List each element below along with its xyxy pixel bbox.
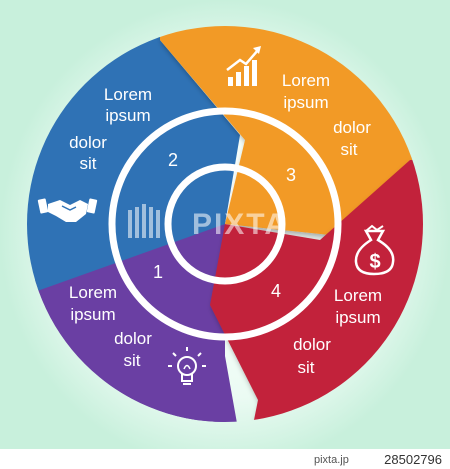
pixta-watermark: PIXTA [128, 204, 288, 241]
segment-4-line-2: ipsum [335, 308, 380, 327]
inner-ring [164, 163, 286, 285]
outer-ring [108, 107, 342, 341]
segment-2-line-3: dolor [69, 133, 107, 152]
segment-1-line-4: sit [124, 351, 141, 370]
segment-2-line-4: sit [80, 154, 97, 173]
segment-1-line-3: dolor [114, 329, 152, 348]
segment-1-number: 1 [153, 262, 163, 282]
segment-3-number: 3 [286, 165, 296, 185]
segment-1-line-2: ipsum [70, 305, 115, 324]
segment-4-line-3: dolor [293, 335, 331, 354]
watermark-brand: PIXTA [192, 208, 288, 241]
segment-4-line-4: sit [298, 358, 315, 377]
segment-2-number: 2 [168, 150, 178, 170]
handshake-icon [37, 198, 98, 222]
segment-2-line-1: Lorem [104, 85, 152, 104]
segment-3-line-1: Lorem [282, 71, 330, 90]
watermark-image-id: 28502796 [384, 452, 442, 467]
segment-4-line-1: Lorem [334, 286, 382, 305]
segment-3-line-4: sit [341, 140, 358, 159]
segment-3-line-2: ipsum [283, 93, 328, 112]
segment-4-number: 4 [271, 281, 281, 301]
svg-text:$: $ [369, 251, 380, 273]
money-bag-icon: $ [354, 224, 395, 276]
segment-2-line-2: ipsum [105, 106, 150, 125]
segment-1-line-1: Lorem [69, 283, 117, 302]
lightbulb-icon [168, 347, 206, 385]
growth-chart-icon [226, 46, 261, 86]
watermark-credit: pixta.jp [314, 454, 349, 466]
watermark-bar [0, 449, 450, 469]
segment-3-line-3: dolor [333, 118, 371, 137]
